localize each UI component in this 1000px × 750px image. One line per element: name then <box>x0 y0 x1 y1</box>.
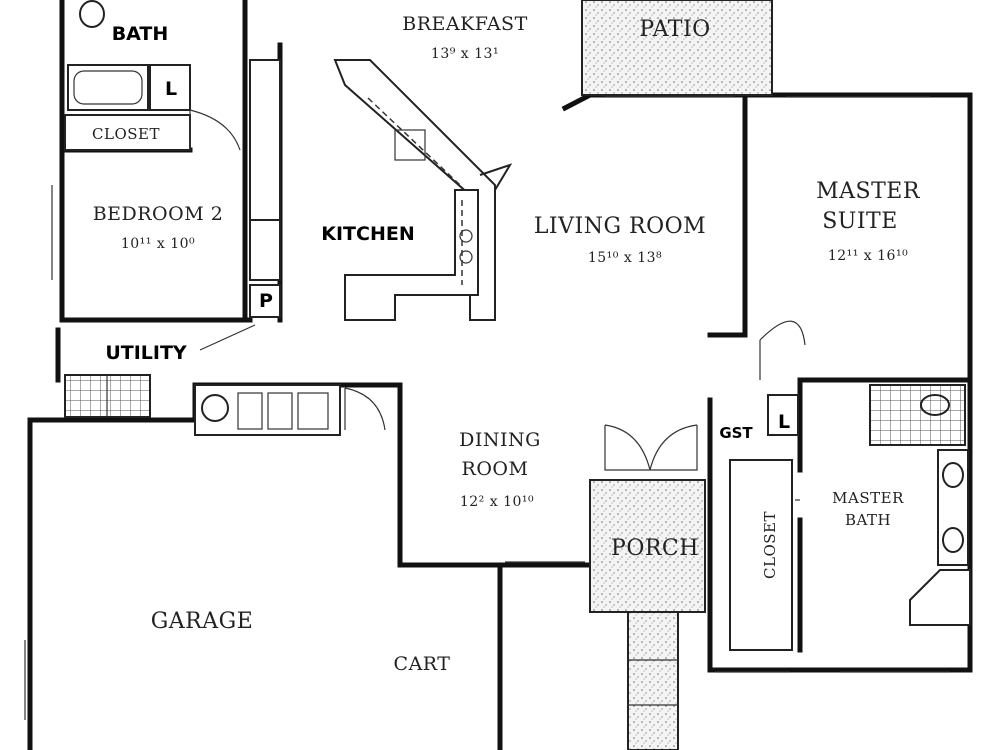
closet-master-label: CLOSET <box>761 511 779 579</box>
porch-doors <box>604 424 698 471</box>
master-suite-label-2: SUITE <box>822 209 898 234</box>
master-door <box>759 320 806 436</box>
master-suite-label-1: MASTER <box>816 179 921 204</box>
dining-label-1: DINING <box>459 429 541 451</box>
bedroom-closet <box>249 59 281 318</box>
bath-fixtures <box>64 0 241 151</box>
bedroom2-dims: 10¹¹ x 10⁰ <box>121 236 195 252</box>
dining-label-2: ROOM <box>462 458 529 480</box>
porch-floor <box>589 479 706 613</box>
utility-label: UTILITY <box>105 342 187 364</box>
cart-label: CART <box>394 653 451 675</box>
living-room-label: LIVING ROOM <box>534 214 706 239</box>
master-bath-label-2: BATH <box>845 511 891 529</box>
master-bath-fixtures <box>729 384 971 651</box>
dining-dims: 12² x 10¹⁰ <box>460 494 534 510</box>
front-walk <box>627 611 679 750</box>
master-suite-dims: 12¹¹ x 16¹⁰ <box>828 248 908 264</box>
bedroom2-label: BEDROOM 2 <box>93 203 224 225</box>
kitchen-counters <box>333 59 513 321</box>
gst-l-label: L <box>778 411 790 433</box>
master-bath-label-1: MASTER <box>832 489 904 507</box>
windows <box>24 96 950 720</box>
living-room-dims: 15¹⁰ x 13⁸ <box>588 250 662 266</box>
gst-label: GST <box>719 424 753 442</box>
breakfast-label: BREAKFAST <box>402 13 528 35</box>
bath-label: BATH <box>112 23 169 45</box>
patio-label: PATIO <box>639 17 710 42</box>
porch-label: PORCH <box>611 536 699 561</box>
utility-leader <box>199 324 256 351</box>
pantry-label: P <box>259 290 273 312</box>
breakfast-dims: 13⁹ x 13¹ <box>431 46 499 62</box>
garage-label: GARAGE <box>151 609 254 634</box>
kitchen-label: KITCHEN <box>321 223 414 245</box>
patio-floor <box>581 0 773 96</box>
laundry-label: L <box>165 78 177 100</box>
utility-appliances <box>64 374 386 436</box>
walls <box>27 0 973 750</box>
closet-top-label: CLOSET <box>92 125 160 143</box>
